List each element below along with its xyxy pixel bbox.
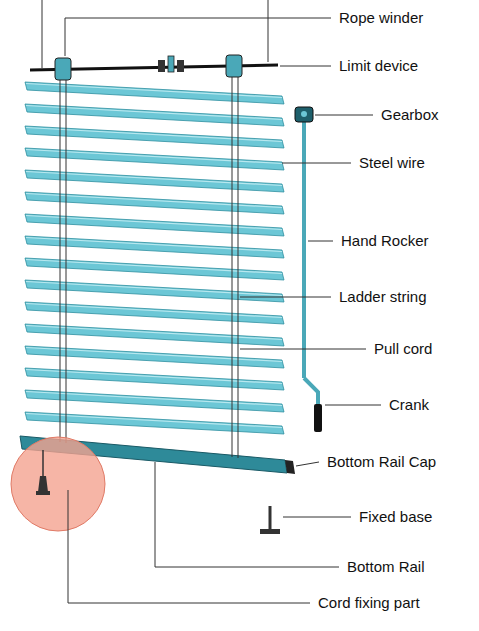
part-label: Bottom Rail xyxy=(346,558,426,576)
part-label: Gearbox xyxy=(380,106,440,124)
part-label: Steel wire xyxy=(358,154,426,172)
part-label: Rope winder xyxy=(338,9,424,27)
part-label: Pull cord xyxy=(373,340,433,358)
fixed-base xyxy=(260,506,280,534)
part-label: Bottom Rail Cap xyxy=(326,453,437,471)
cord-fixing-part xyxy=(36,450,50,495)
bottom-rail-cap xyxy=(285,460,295,474)
part-label: Crank xyxy=(388,396,430,414)
limit-device xyxy=(158,56,184,72)
part-label: Cord fixing part xyxy=(317,594,421,612)
ladder-strings xyxy=(60,68,238,458)
highlight-circle xyxy=(11,437,105,531)
part-label: Hand Rocker xyxy=(340,232,430,250)
hand-rocker xyxy=(295,107,322,432)
part-label: Ladder string xyxy=(338,288,428,306)
leader-lines xyxy=(65,18,381,603)
part-label: Limit device xyxy=(338,57,419,75)
leader-line xyxy=(42,0,43,68)
part-label: Fixed base xyxy=(358,508,433,526)
rope-winder xyxy=(226,55,242,77)
leader-line xyxy=(268,0,269,62)
rope-winder xyxy=(55,58,71,80)
slats xyxy=(25,82,284,434)
